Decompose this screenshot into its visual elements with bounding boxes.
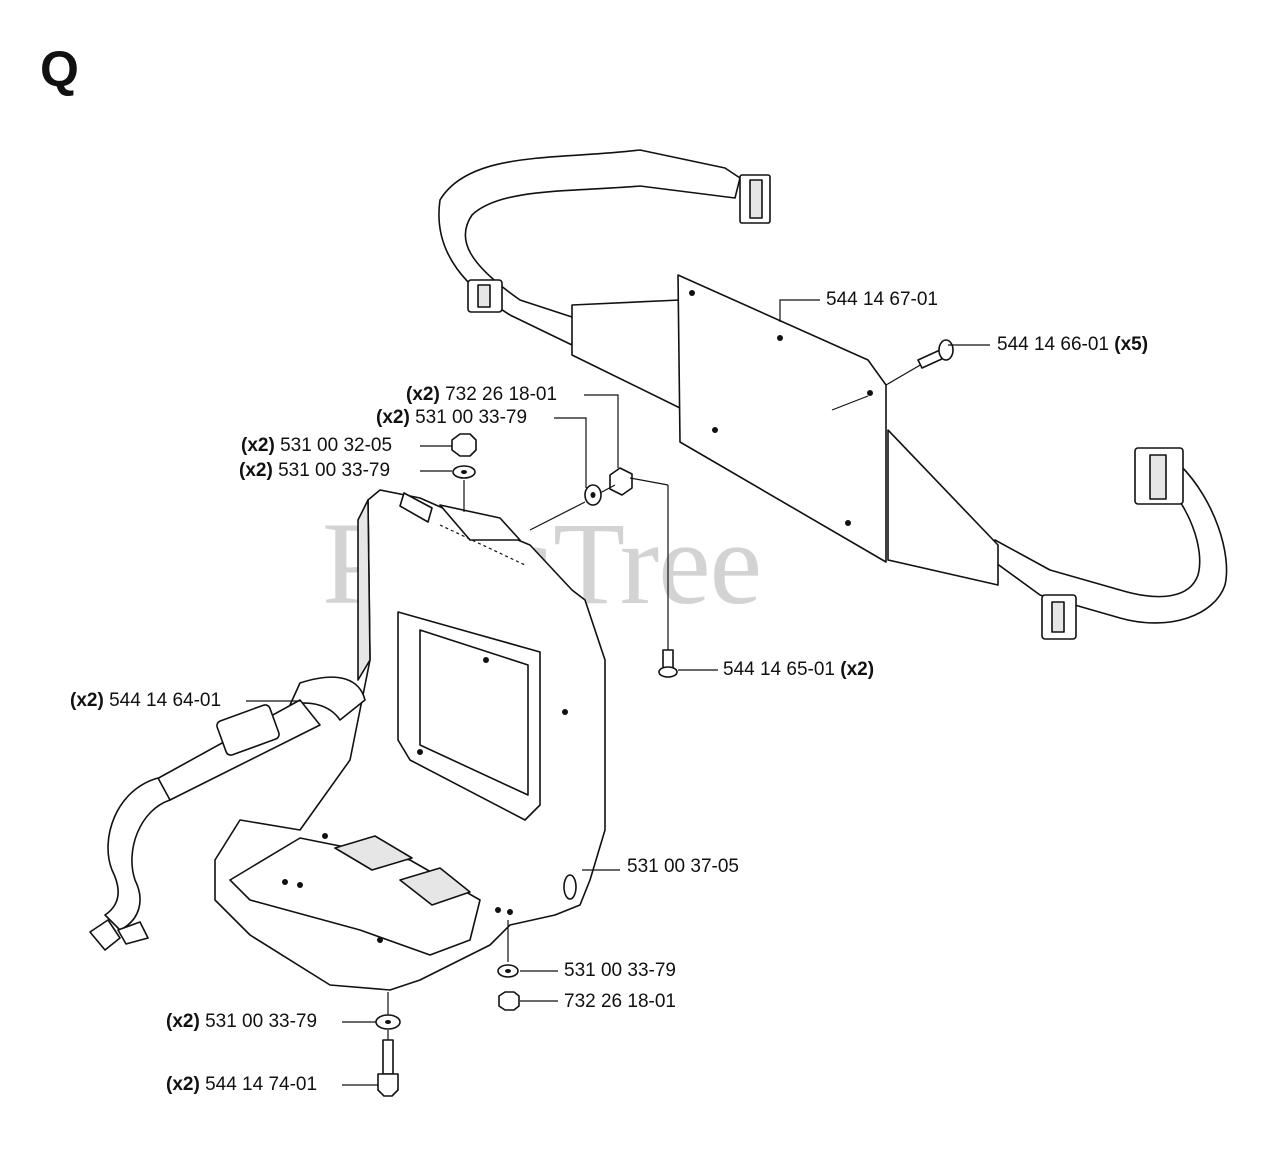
part-number: 531 00 33-79 — [205, 1011, 318, 1032]
quantity: (x2) — [376, 407, 410, 428]
part-number: 544 14 74-01 — [205, 1074, 318, 1095]
quantity: (x2) — [241, 435, 275, 456]
callout-harness-plate: 544 14 67-01 — [826, 289, 938, 311]
part-number: 732 26 18-01 — [445, 384, 558, 405]
part-number: 544 14 67-01 — [826, 289, 938, 310]
hardware-drawing — [375, 433, 678, 1097]
callout-bolt-bottom: (x2) 544 14 74-01 — [166, 1074, 317, 1096]
callout-leaders — [246, 299, 990, 1086]
quantity: (x2) — [70, 690, 104, 711]
quantity: (x5) — [1114, 334, 1149, 355]
waist-belt — [438, 149, 1228, 640]
harness-plate-drawing — [571, 274, 999, 586]
plate-screw-drawing — [885, 339, 954, 386]
quantity: (x2) — [840, 659, 875, 680]
callout-washer-top-left: (x2) 531 00 33-79 — [239, 460, 390, 482]
quantity: (x2) — [406, 384, 440, 405]
part-number: 531 00 32-05 — [280, 435, 393, 456]
callout-washer-top-right: (x2) 531 00 33-79 — [376, 407, 527, 429]
callout-nut-top: (x2) 732 26 18-01 — [406, 384, 557, 406]
backpack-frame-drawing — [214, 489, 606, 991]
quantity: (x2) — [239, 460, 273, 481]
quantity: (x2) — [166, 1074, 200, 1095]
callout-washer-bottom-left: (x2) 531 00 33-79 — [166, 1011, 317, 1033]
callout-plate-screw: 544 14 66-01 (x5) — [997, 334, 1148, 356]
callout-frame: 531 00 37-05 — [627, 856, 739, 878]
callout-nut-bottom-right: 732 26 18-01 — [564, 991, 676, 1013]
part-number: 544 14 65-01 — [723, 659, 835, 680]
callout-screw-mid: 544 14 65-01 (x2) — [723, 659, 874, 681]
shoulder-strap-drawing — [89, 676, 366, 951]
callout-washer-bottom-right: 531 00 33-79 — [564, 960, 676, 982]
callout-nut-left: (x2) 531 00 32-05 — [241, 435, 392, 457]
part-number: 531 00 37-05 — [627, 856, 739, 877]
section-letter: Q — [40, 41, 79, 97]
callout-shoulder-strap: (x2) 544 14 64-01 — [70, 690, 221, 712]
part-number: 544 14 66-01 — [997, 334, 1109, 355]
part-number: 531 00 33-79 — [564, 960, 676, 981]
part-number: 544 14 64-01 — [109, 690, 222, 711]
part-number: 531 00 33-79 — [278, 460, 391, 481]
quantity: (x2) — [166, 1011, 200, 1032]
part-number: 531 00 33-79 — [415, 407, 528, 428]
part-number: 732 26 18-01 — [564, 991, 676, 1012]
